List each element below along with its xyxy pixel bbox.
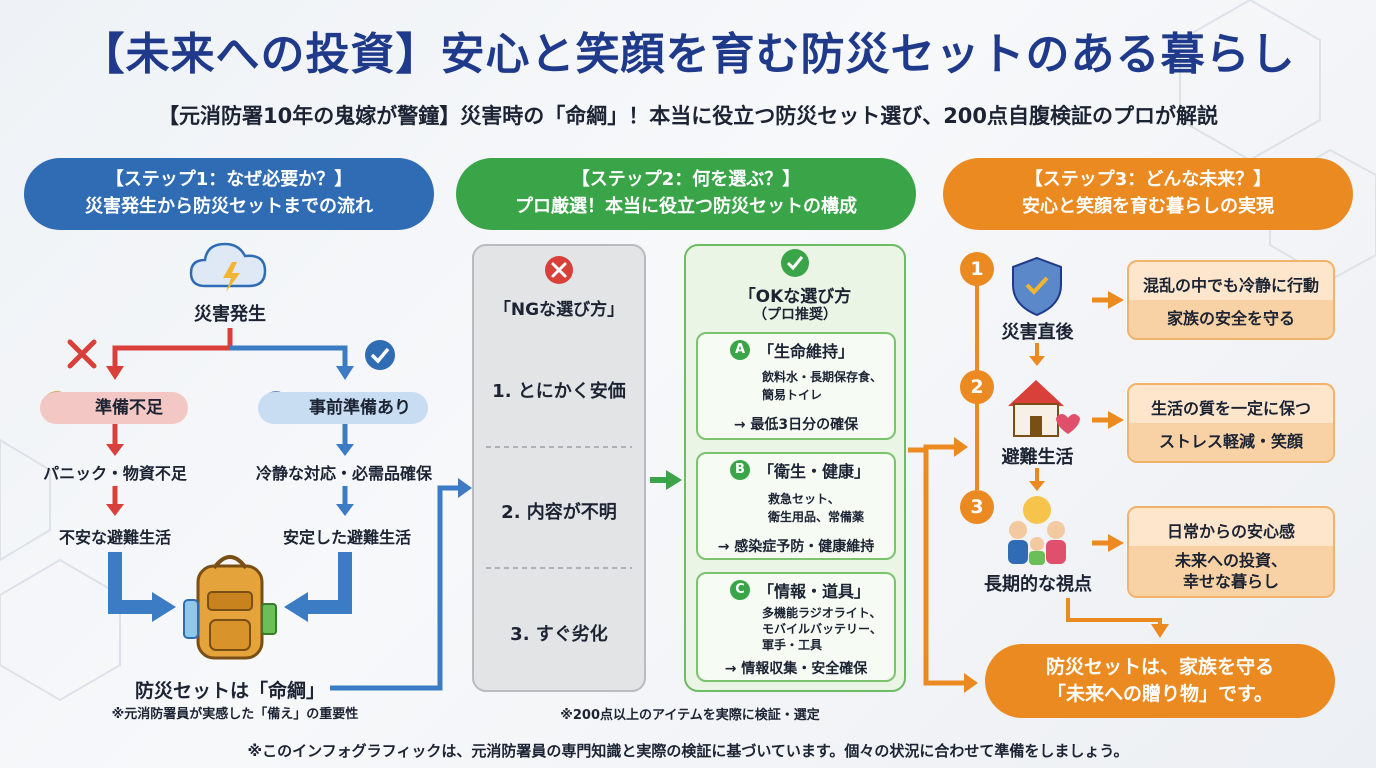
card-b-desc1: 救急セット、 (768, 492, 840, 506)
step3-header-line1: 【ステップ3：どんな未来？】 (1024, 169, 1272, 190)
step2-header: 【ステップ2：何を選ぶ？】 プロ厳選！本当に役立つ防災セットの構成 (456, 158, 916, 230)
verification-note: ※200点以上のアイテムを実際に検証・選定 (560, 708, 820, 723)
card-life-support: A 「生命維持」 飲料水・長期保存食、 簡易トイレ → 最低3日分の確保 (696, 332, 896, 440)
stage-2-label: 避難生活 (1001, 447, 1074, 468)
ok-check-icon (781, 249, 809, 277)
family-icon (1008, 496, 1066, 565)
card-c-desc2: モバイルバッテリー、 (762, 622, 882, 636)
blue-check-icon (365, 340, 395, 370)
card-hygiene: B 「衛生・健康」 救急セット、 衛生用品、常備薬 → 感染症予防・健康維持 (696, 452, 896, 560)
lifeline-label: 防災セットは「命綱」 (134, 680, 325, 702)
final-message-line1: 防災セットは、家族を守る (1045, 656, 1274, 678)
final-message: 防災セットは、家族を守る 「未来への贈り物」です。 (985, 644, 1335, 718)
stage-3-result-bottom-line2: 幸せな暮らし (1182, 572, 1279, 591)
prepared-life: 安定した避難生活 (282, 528, 411, 547)
ng-cross-icon (545, 256, 573, 284)
ng-title: 「NGな選び方」 (493, 300, 625, 320)
step1-header-line2: 災害発生から防災セットまでの流れ (85, 196, 373, 217)
ok-title: 「OKな選び方 (738, 287, 852, 307)
stage-1-result-top: 混乱の中でも冷静に行動 (1142, 276, 1319, 295)
stage-3-result-bottom-line1: 未来への投資、 (1174, 551, 1287, 570)
card-a-letter: A (730, 340, 750, 360)
stage-1-label: 災害直後 (1001, 322, 1074, 343)
step1-header: 【ステップ1：なぜ必要か？】 災害発生から防災セットまでの流れ (24, 158, 434, 230)
house-heart-icon (1008, 380, 1080, 437)
step3-header-line2: 安心と笑顔を育む暮らしの実現 (1022, 196, 1274, 217)
step2-header-line1: 【ステップ2：何を選ぶ？】 (571, 169, 801, 190)
prepared-result: 冷静な対応・必需品確保 (255, 464, 432, 483)
stage-3-result: 日常からの安心感 未来への投資、 幸せな暮らし (1127, 506, 1335, 598)
card-b-letter: B (730, 460, 750, 480)
card-b-result: → 感染症予防・健康維持 (717, 539, 875, 555)
storm-cloud-icon (189, 242, 267, 292)
prepared-badge: 事前準備あり (258, 392, 428, 424)
stage-2-result: 生活の質を一定に保つ ストレス軽減・笑顔 (1127, 383, 1335, 463)
ng-choice-panel (472, 244, 646, 692)
disaster-label: 災害発生 (194, 304, 266, 325)
stage-3-label: 長期的な視点 (984, 574, 1092, 595)
stage-3-result-bottom: 未来への投資、 幸せな暮らし (1129, 546, 1333, 596)
card-a-desc2: 簡易トイレ (762, 388, 823, 402)
stage-3-result-top: 日常からの安心感 (1166, 522, 1295, 541)
stage-1-result: 混乱の中でも冷静に行動 家族の安全を守る (1127, 260, 1335, 340)
stage-1-result-bottom: 家族の安全を守る (1129, 300, 1333, 338)
card-a-result: → 最低3日分の確保 (733, 417, 859, 433)
stage-3-number: 3 (960, 490, 994, 524)
step2-header-line2: プロ厳選！本当に役立つ防災セットの構成 (515, 196, 857, 217)
stage-2-number: 2 (960, 370, 994, 404)
final-message-line2: 「未来への贈り物」です。 (1046, 683, 1274, 705)
red-cross-icon (67, 339, 97, 369)
card-c-letter: C (730, 580, 750, 600)
unprepared-life: 不安な避難生活 (58, 528, 171, 547)
card-b-desc2: 衛生用品、常備薬 (768, 510, 865, 524)
card-a-title: 「生命維持」 (758, 342, 855, 361)
card-c-desc1: 多機能ラジオライト、 (762, 606, 882, 620)
backpack-icon (183, 555, 277, 660)
page-title: 【未来への投資】安心と笑顔を育む防災セットのある暮らし (80, 29, 1296, 80)
firefighter-note: ※元消防署員が実感した「備え」の重要性 (111, 707, 359, 722)
stage-1-number: 1 (960, 252, 994, 286)
stage-2-result-bottom: ストレス軽減・笑顔 (1129, 423, 1333, 461)
ok-subtitle: （プロ推奨） (753, 307, 837, 323)
card-a-desc1: 飲料水・長期保存食、 (762, 370, 883, 384)
card-information: C 「情報・道具」 多機能ラジオライト、 モバイルバッテリー、 軍手・工具 → … (696, 572, 896, 682)
card-b-title: 「衛生・健康」 (758, 462, 871, 481)
unprepared-badge: 準備不足 (40, 392, 188, 424)
shield-icon (1012, 256, 1062, 317)
card-c-result: → 情報収集・安全確保 (724, 661, 868, 677)
step1-header-line1: 【ステップ1：なぜ必要か？】 (105, 169, 353, 190)
card-c-title: 「情報・道具」 (758, 582, 871, 601)
ng-item-1: 1. とにかく安価 (492, 381, 626, 402)
card-c-desc3: 軍手・工具 (762, 638, 823, 652)
stage-2-result-top: 生活の質を一定に保つ (1150, 399, 1311, 418)
unprepared-result: パニック・物資不足 (43, 464, 187, 483)
ng-item-2: 2. 内容が不明 (501, 502, 617, 523)
ng-item-3: 3. すぐ劣化 (510, 624, 608, 645)
footnote: ※このインフォグラフィックは、元消防署員の専門知識と実際の検証に基づいています。… (247, 742, 1129, 760)
page-subtitle: 【元消防署10年の鬼嫁が警鐘】災害時の「命綱」！本当に役立つ防災セット選び、20… (157, 104, 1219, 128)
step3-header: 【ステップ3：どんな未来？】 安心と笑顔を育む暮らしの実現 (943, 158, 1353, 230)
